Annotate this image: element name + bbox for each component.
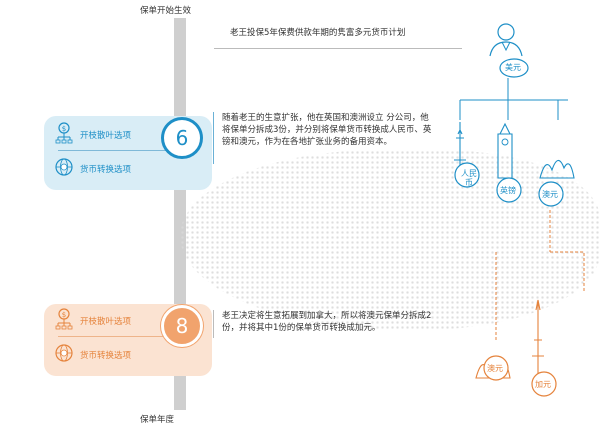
step-6-bracket [213, 112, 220, 164]
svg-text:$: $ [62, 125, 66, 133]
timeline-end-label: 保单年度 [140, 415, 175, 425]
step-8-option-2[interactable]: 货币转换选项 [54, 342, 131, 368]
currency-level1-gbp: 英镑 [500, 186, 516, 195]
coin-branch-icon: $ [54, 308, 74, 334]
cn-tower-icon [532, 299, 544, 386]
big-ben-icon [497, 122, 513, 179]
step-8-description: 老王决定将生意拓展到加拿大，所以将澳元保单分拆成2份，并将其中1份的保单货币转换… [222, 311, 432, 333]
globe-currency-icon [54, 342, 74, 368]
step-6-option-1[interactable]: $ 开枝散叶选项 [54, 122, 131, 148]
currency-level1-cny: 人民币 [461, 169, 477, 187]
currency-diagram [454, 23, 585, 397]
step-6-option-divider [58, 150, 166, 151]
step-8-bracket [213, 310, 220, 338]
opera-house-icon [539, 159, 575, 179]
step-6-option-2[interactable]: 货币转换选项 [54, 156, 131, 182]
currency-level2-aud: 澳元 [487, 364, 503, 373]
step-8-option-divider [58, 336, 166, 337]
cycle-arrow-icon [483, 355, 557, 397]
currency-level2-cad: 加元 [535, 380, 551, 389]
top-caption-rule [214, 48, 462, 49]
businessman-icon [489, 23, 523, 57]
cycle-arrow-icon [454, 162, 564, 207]
step-8-badge: 8 [161, 305, 203, 347]
step-6-badge: 6 [161, 117, 203, 159]
step-8-option-2-label: 货币转换选项 [80, 351, 132, 361]
step-6-option-2-label: 货币转换选项 [80, 165, 132, 175]
top-caption: 老王投保5年保费供款年期的隽富多元货币计划 [230, 28, 406, 38]
currency-root-label: 美元 [505, 63, 521, 72]
svg-text:$: $ [62, 311, 66, 319]
currency-level1-aud: 澳元 [542, 190, 558, 199]
world-map-dots [180, 150, 600, 330]
coin-branch-icon: $ [54, 122, 74, 148]
globe-currency-icon [54, 156, 74, 182]
step-8-option-1[interactable]: $ 开枝散叶选项 [54, 308, 131, 334]
step-6-description: 随着老王的生意扩张，他在英国和澳洲设立 分公司，他将保单分拆成3份，并分别将保单… [222, 113, 432, 147]
step-8-option-1-label: 开枝散叶选项 [80, 317, 132, 327]
timeline-start-label: 保单开始生效 [140, 6, 192, 16]
tower-icon [454, 122, 466, 174]
step-6-option-1-label: 开枝散叶选项 [80, 131, 132, 141]
